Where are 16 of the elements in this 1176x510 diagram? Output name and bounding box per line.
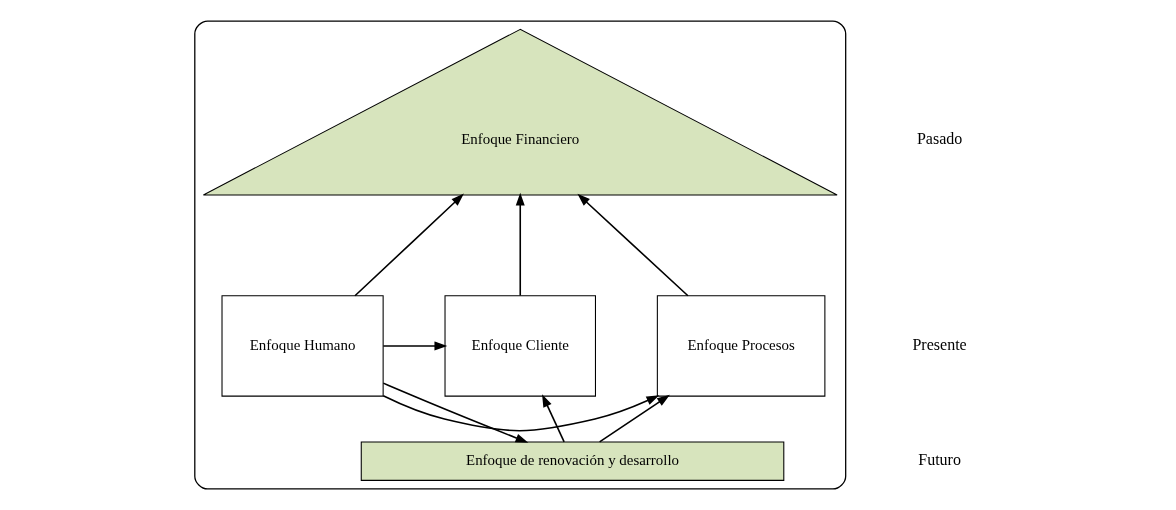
arrow [354, 193, 464, 297]
arrow [382, 395, 660, 432]
label: Futuro [918, 450, 961, 468]
node-box: Enfoque Cliente [444, 295, 596, 397]
cluster [194, 20, 847, 490]
arrow [577, 193, 689, 297]
arrow [515, 192, 525, 297]
arrow [382, 382, 529, 443]
arrow [598, 394, 670, 443]
node-box: Enfoque Procesos [656, 295, 826, 397]
label: Presente [912, 335, 967, 353]
arrow [542, 394, 565, 443]
label: Pasado [916, 129, 963, 147]
arrow [382, 341, 448, 351]
node-box: Enfoque Humano [221, 295, 384, 397]
node-box: Enfoque de renovación y desarrollo [360, 441, 785, 481]
